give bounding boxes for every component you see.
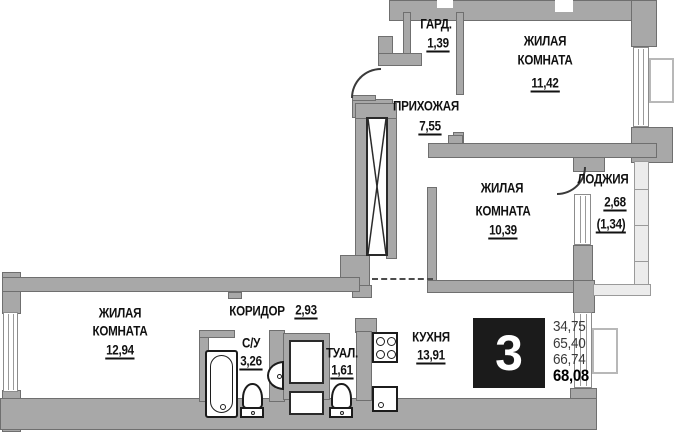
toilet-bowl: [331, 383, 352, 409]
stove-burner: [376, 337, 385, 346]
open-plan-boundary: [372, 278, 433, 280]
window-mullion: [643, 49, 644, 125]
window-living3: [3, 312, 18, 392]
window-kitchen: [574, 312, 592, 388]
stove-burner: [387, 337, 396, 346]
window-mullion: [638, 49, 639, 125]
room-area-loggia: 2,68: [603, 194, 627, 212]
wall-kitchen-right-top: [573, 280, 595, 313]
bathtub: [205, 350, 238, 418]
room-label-living2: ЖИЛАЯ: [480, 180, 524, 196]
wall-lower-top: [2, 277, 360, 292]
toilet-bowl: [242, 383, 263, 409]
balcony-basket-kitchen: [592, 328, 618, 374]
room-area-toilet: 1,61: [330, 362, 354, 380]
basin-drain: [277, 374, 282, 379]
room-area-living1: 11,42: [530, 75, 560, 93]
room-label-living3: КОМНАТА: [92, 323, 148, 339]
wall-bathroom-top: [199, 330, 235, 338]
room-label-living1: ЖИЛАЯ: [523, 33, 567, 49]
wall-wardrobe-right: [456, 12, 464, 95]
rooms-count-badge: 3: [473, 318, 545, 388]
room-label-loggia: ЛОДЖИЯ: [577, 171, 629, 187]
toilet-dot: [251, 411, 255, 415]
stove-burner: [376, 350, 385, 359]
toilet-dot: [340, 411, 344, 415]
toilet-tank: [240, 407, 264, 418]
room-area-bathroom: 3,26: [239, 353, 263, 371]
wall-bump: [228, 292, 242, 299]
room-area-living2: 10,39: [488, 222, 518, 240]
window-mullion: [580, 196, 581, 243]
room-label-bathroom: С/У: [241, 335, 261, 351]
ventilation-shaft-opening: [289, 340, 324, 384]
wall-gap: [555, 0, 573, 12]
window-loggia-door: [574, 194, 591, 245]
kitchen-sink: [372, 386, 398, 412]
wall-gap: [437, 0, 453, 8]
room-label-wardrobe: ГАРД.: [420, 16, 452, 32]
window-living1: [633, 47, 649, 127]
room-area-kitchen: 13,91: [416, 347, 446, 365]
entrance-door-arc: [351, 68, 381, 98]
stove: [372, 332, 398, 363]
wall-bedroom2-bottom: [427, 280, 593, 293]
window-mullion: [586, 314, 587, 386]
wall-mid-notch: [448, 135, 463, 144]
room-area-corridor: 2,93: [294, 302, 318, 320]
glazing-divider: [635, 189, 648, 190]
badge-area-line: 34,75: [553, 318, 586, 335]
window-mullion: [585, 196, 586, 243]
window-mullion: [8, 314, 9, 390]
badge-area-line: 66,74: [553, 351, 586, 368]
cross-shaft: [366, 117, 388, 256]
kitchen-sink-drain: [378, 402, 384, 408]
bathtub-drain: [220, 404, 226, 410]
room-label-corridor: КОРИДОР: [229, 303, 285, 319]
balcony-basket-top: [649, 58, 674, 103]
room-label-hall: ПРИХОЖАЯ: [393, 98, 459, 114]
room-area-living3: 12,94: [105, 342, 135, 360]
wall-toilet-kitchen: [356, 331, 372, 401]
wall-wardrobe-left: [403, 12, 411, 57]
room-area-loggia-reduced: (1,34): [595, 216, 627, 234]
bathtub-inner: [210, 355, 233, 413]
room-label-kitchen: КУХНЯ: [412, 329, 450, 345]
room-area-hall: 7,55: [418, 118, 442, 136]
room-label-living1: КОМНАТА: [517, 52, 573, 68]
room-label-living3: ЖИЛАЯ: [98, 305, 142, 321]
room-label-toilet: ТУАЛ.: [325, 345, 359, 361]
room-area-wardrobe: 1,39: [426, 35, 450, 53]
badge-area-total: 68,08: [553, 367, 589, 385]
cross-shaft-diagonals: [368, 119, 386, 254]
loggia-glazing: [634, 161, 649, 288]
glazing-divider: [635, 225, 648, 226]
wall-mid-horizontal: [428, 143, 657, 158]
toilet-tank: [329, 407, 353, 418]
window-mullion: [580, 314, 581, 386]
window-mullion: [13, 314, 14, 390]
glazing-divider: [635, 261, 648, 262]
badge-area-line: 65,40: [553, 335, 586, 352]
stove-burner: [387, 350, 396, 359]
wall-outer-right-top: [631, 0, 657, 47]
ventilation-shaft-opening: [289, 391, 324, 415]
room-label-living2: КОМНАТА: [475, 203, 531, 219]
wall-entry-bar: [378, 53, 422, 66]
loggia-floor-edge: [593, 284, 651, 296]
